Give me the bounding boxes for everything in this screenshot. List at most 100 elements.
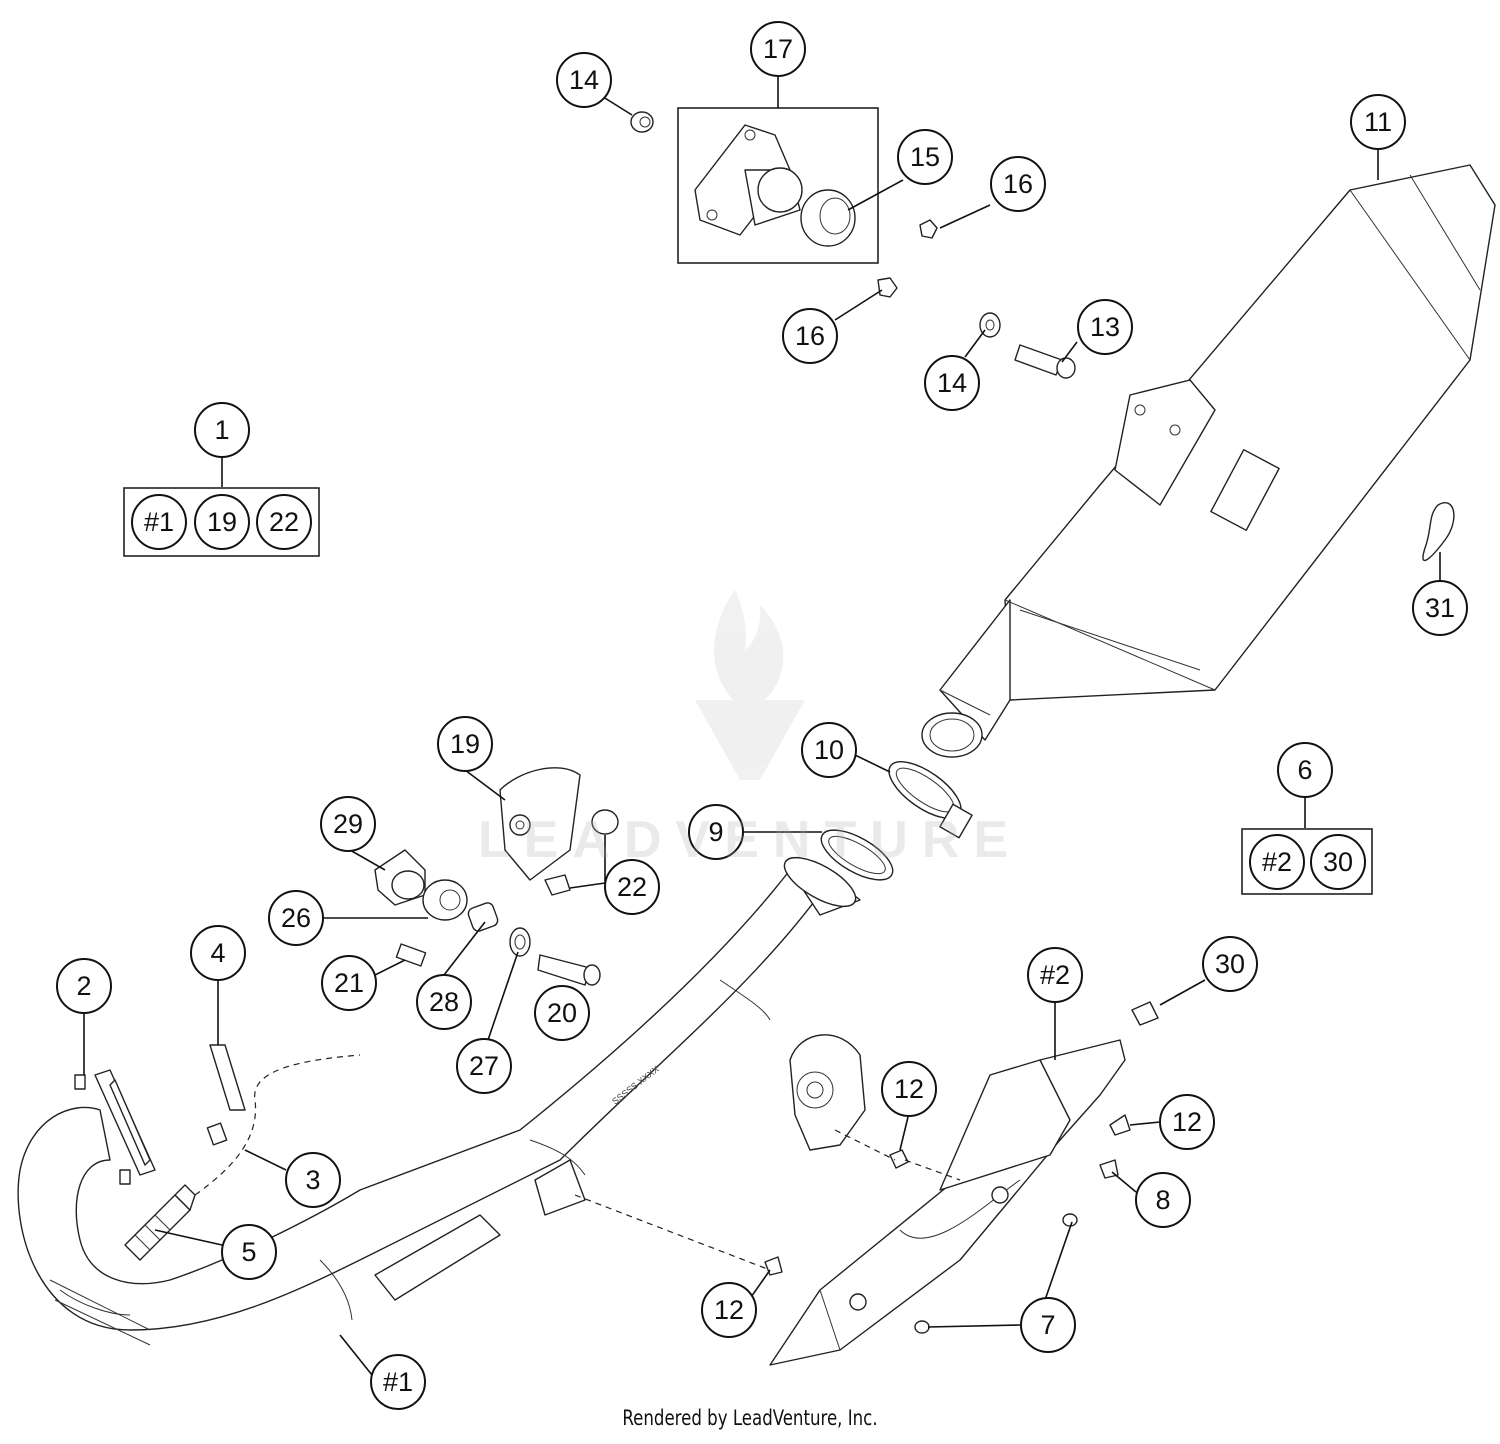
- callout-13[interactable]: 13: [1077, 299, 1133, 355]
- callout-14-top[interactable]: 14: [556, 52, 612, 108]
- callout-29[interactable]: 29: [320, 796, 376, 852]
- muffler: [921, 164, 1496, 758]
- svg-text:7: 7: [1040, 1310, 1055, 1340]
- callout-27[interactable]: 27: [456, 1038, 512, 1094]
- screw-hardware: [764, 1001, 1159, 1334]
- callout-6[interactable]: 6: [1277, 742, 1333, 798]
- washer-27: [509, 927, 531, 957]
- callout-30[interactable]: 30: [1202, 936, 1258, 992]
- callout-17[interactable]: 17: [750, 21, 806, 77]
- svg-text:5: 5: [241, 1237, 256, 1267]
- callout-12-a[interactable]: 12: [881, 1061, 937, 1117]
- kit-box-1: [123, 487, 320, 557]
- callout-12-b[interactable]: 12: [1159, 1094, 1215, 1150]
- svg-text:15: 15: [910, 142, 940, 172]
- callout-26[interactable]: 26: [268, 890, 324, 946]
- bolt-13: [1014, 344, 1076, 379]
- callout-heat-shield-2[interactable]: #2: [1027, 947, 1083, 1003]
- svg-text:20: 20: [547, 998, 577, 1028]
- header-pipe: SSSSS XXXX: [17, 856, 861, 1346]
- svg-text:9: 9: [708, 817, 723, 847]
- kit-box-6: [1241, 828, 1373, 895]
- svg-text:14: 14: [569, 65, 599, 95]
- callout-1[interactable]: 1: [194, 402, 250, 458]
- sensor-wire: [194, 1054, 361, 1196]
- callout-31[interactable]: 31: [1412, 580, 1468, 636]
- footer-credit: Rendered by LeadVenture, Inc.: [622, 1406, 878, 1430]
- svg-text:16: 16: [1003, 169, 1033, 199]
- svg-text:#2: #2: [1262, 847, 1292, 877]
- svg-text:31: 31: [1425, 593, 1455, 623]
- svg-text:#2: #2: [1040, 960, 1070, 990]
- callout-10[interactable]: 10: [801, 722, 857, 778]
- callout-11[interactable]: 11: [1350, 94, 1406, 150]
- svg-text:#1: #1: [383, 1367, 413, 1397]
- svg-text:12: 12: [894, 1074, 924, 1104]
- svg-text:30: 30: [1215, 949, 1245, 979]
- strap-31: [1422, 502, 1455, 562]
- svg-text:16: 16: [795, 321, 825, 351]
- callout-16-b[interactable]: 16: [782, 308, 838, 364]
- bracket-part: [789, 1034, 866, 1151]
- callout-16-a[interactable]: 16: [990, 156, 1046, 212]
- svg-text:19: 19: [450, 729, 480, 759]
- watermark-logo: [695, 590, 805, 780]
- callout-7[interactable]: 7: [1020, 1297, 1076, 1353]
- svg-text:22: 22: [269, 507, 299, 537]
- callout-14[interactable]: 14: [924, 355, 980, 411]
- grommet-26: [422, 879, 468, 921]
- kit-6-item-2[interactable]: #2: [1249, 834, 1305, 890]
- svg-text:29: 29: [333, 809, 363, 839]
- heat-shield-2: [769, 1039, 1126, 1366]
- kit-6-item-30[interactable]: 30: [1310, 834, 1366, 890]
- bracket-assembly-17: [677, 107, 879, 264]
- svg-text:3: 3: [305, 1165, 320, 1195]
- callout-19[interactable]: 19: [437, 716, 493, 772]
- callout-3[interactable]: 3: [285, 1152, 341, 1208]
- nut-16-b: [877, 277, 898, 298]
- sleeve-28: [467, 902, 499, 932]
- svg-text:14: 14: [937, 368, 967, 398]
- heat-shield-19: [499, 767, 619, 896]
- callout-21[interactable]: 21: [321, 955, 377, 1011]
- callout-20[interactable]: 20: [534, 985, 590, 1041]
- bolt-20: [537, 954, 601, 986]
- clamp-10: [888, 761, 973, 839]
- svg-text:11: 11: [1364, 107, 1392, 137]
- svg-text:12: 12: [1172, 1107, 1202, 1137]
- nut-14-top: [630, 111, 654, 133]
- svg-text:13: 13: [1090, 312, 1120, 342]
- svg-text:#1: #1: [144, 507, 174, 537]
- kit-1-item-19[interactable]: 19: [194, 494, 250, 550]
- callout-5[interactable]: 5: [221, 1224, 277, 1280]
- leader-lines: [83, 75, 1441, 1376]
- bolt-21: [395, 943, 427, 967]
- cable-tie-4: [206, 1044, 246, 1146]
- svg-text:30: 30: [1323, 847, 1353, 877]
- svg-text:2: 2: [76, 971, 91, 1001]
- nut-16-a: [919, 219, 938, 239]
- svg-text:26: 26: [281, 903, 311, 933]
- callout-12-c[interactable]: 12: [701, 1282, 757, 1338]
- svg-text:1: 1: [214, 415, 229, 445]
- callout-15[interactable]: 15: [897, 129, 953, 185]
- kit-1-item-1[interactable]: #1: [131, 494, 187, 550]
- flange-2: [74, 1069, 156, 1185]
- watermark-text: LEADVENTURE: [477, 811, 1023, 869]
- callout-8[interactable]: 8: [1135, 1172, 1191, 1228]
- callout-4[interactable]: 4: [190, 925, 246, 981]
- svg-text:19: 19: [207, 507, 237, 537]
- kit-1-item-22[interactable]: 22: [256, 494, 312, 550]
- svg-text:12: 12: [714, 1295, 744, 1325]
- callout-header-1[interactable]: #1: [370, 1354, 426, 1410]
- svg-text:17: 17: [763, 34, 793, 64]
- gasket-9: [820, 829, 894, 881]
- svg-text:27: 27: [469, 1051, 499, 1081]
- callout-22[interactable]: 22: [604, 859, 660, 915]
- callout-2[interactable]: 2: [56, 958, 112, 1014]
- svg-text:10: 10: [814, 735, 844, 765]
- callout-28[interactable]: 28: [416, 974, 472, 1030]
- callout-9[interactable]: 9: [688, 804, 744, 860]
- svg-text:22: 22: [617, 872, 647, 902]
